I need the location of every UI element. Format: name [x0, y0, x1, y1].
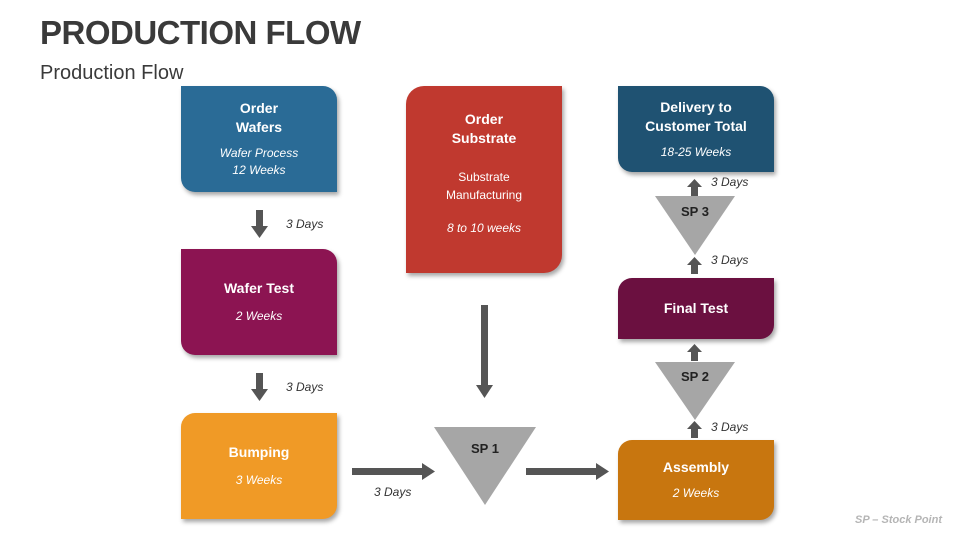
arrow-right-icon [352, 463, 435, 480]
page-title: PRODUCTION FLOW [40, 14, 361, 51]
arrow-up-icon [687, 344, 702, 361]
arrow-up-icon [687, 179, 702, 196]
node-final-test: Final Test [618, 278, 774, 339]
sp1-label: SP 1 [471, 441, 499, 456]
node-title: Bumping [228, 444, 290, 460]
arrow-down-icon [251, 210, 268, 238]
transition-label: 3 Days [711, 420, 749, 434]
arrow-right-icon [526, 463, 609, 480]
node-detail: Wafer Process 12 Weeks [219, 146, 299, 177]
node-detail: 18-25 Weeks [660, 144, 732, 159]
sp3-label: SP 3 [681, 204, 709, 219]
node-detail: 3 Weeks [235, 473, 283, 487]
node-title: Order Wafers [235, 100, 283, 135]
node-title: Wafer Test [223, 280, 294, 296]
transition-label: 3 Days [286, 380, 324, 394]
node-order-substrate: Order Substrate Substrate Manufacturing … [406, 86, 562, 273]
node-wafer-test: Wafer Test 2 Weeks [181, 249, 337, 355]
arrow-down-icon [476, 305, 493, 398]
transition-label: 3 Days [286, 217, 324, 231]
node-duration: 8 to 10 weeks [446, 221, 522, 235]
node-order-wafers: Order Wafers Wafer Process 12 Weeks [181, 86, 337, 192]
transition-label: 3 Days [711, 253, 749, 267]
node-title: Delivery to Customer Total [645, 98, 747, 134]
node-bumping: Bumping 3 Weeks [181, 413, 337, 519]
stock-point-triangle-sp1 [434, 427, 536, 505]
transition-label: 3 Days [374, 485, 412, 499]
node-title: Order Substrate [451, 111, 517, 146]
node-detail: 2 Weeks [235, 309, 283, 323]
page-subtitle: Production Flow [40, 62, 184, 84]
arrow-up-icon [687, 257, 702, 274]
sp2-label: SP 2 [681, 369, 709, 384]
node-assembly: Assembly 2 Weeks [618, 440, 774, 520]
node-title: Final Test [663, 300, 729, 316]
node-detail: Substrate Manufacturing [445, 170, 523, 202]
node-detail: 2 Weeks [672, 486, 720, 500]
transition-label: 3 Days [711, 175, 749, 189]
node-delivery: Delivery to Customer Total 18-25 Weeks [618, 86, 774, 172]
stock-point-triangle-sp2 [655, 362, 735, 420]
arrow-down-icon [251, 373, 268, 401]
legend-footnote: SP – Stock Point [854, 514, 942, 526]
stock-point-triangle-sp3 [655, 196, 735, 255]
arrow-up-icon [687, 421, 702, 438]
node-title: Assembly [662, 459, 730, 475]
